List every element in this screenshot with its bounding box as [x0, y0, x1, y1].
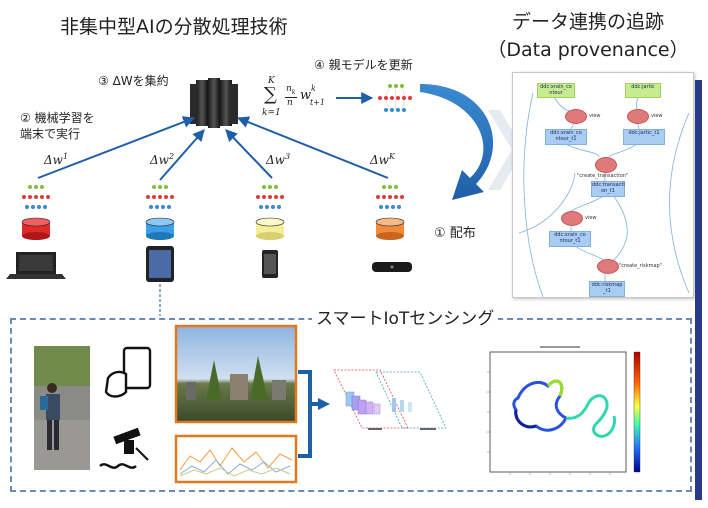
device-column-3	[255, 185, 285, 278]
step-3-label: ③ ΔWを集約	[98, 74, 169, 88]
device-column-1	[6, 185, 66, 279]
sum-upper-limit: K	[268, 76, 275, 86]
parent-model-network	[378, 84, 412, 112]
database-icon	[145, 217, 175, 240]
tablet-icon	[146, 246, 174, 282]
trajectory-plot	[468, 340, 668, 482]
accent-bar	[695, 80, 702, 500]
provenance-title-line2: （Data provenance）	[487, 39, 689, 61]
phone-icon	[262, 250, 278, 278]
weight-superscript: k	[311, 84, 316, 93]
prov-op-create-transaction	[595, 157, 617, 173]
step-1-label: ① 配布	[434, 226, 476, 241]
prov-node-xrain-contour: ddc:xrain_co ntour	[537, 83, 575, 98]
weight-subscript: t+1	[310, 98, 326, 107]
prov-op-view-1	[565, 109, 587, 124]
database-icon	[375, 217, 405, 240]
prov-op-create-transaction-label: "create_transaction"	[577, 173, 629, 179]
device-column-4	[372, 185, 412, 272]
delta-w-2: Δw2	[150, 152, 175, 167]
prov-op-create-riskmap-label: "create_riskmap"	[619, 263, 663, 269]
router-icon	[372, 262, 412, 272]
step-2-line1: ② 機械学習を	[20, 111, 95, 125]
step-4-label: ④ 親モデルを更新	[314, 58, 413, 72]
server-icon	[190, 78, 238, 128]
walking-person-photo	[34, 346, 90, 470]
satellite-icon	[99, 427, 149, 469]
phone-hand-icon	[104, 346, 152, 398]
arrow-to-model-icon	[318, 398, 330, 410]
upload-arrows	[37, 92, 389, 181]
cnn-model-diagram	[333, 369, 447, 430]
device-column-2	[145, 185, 175, 282]
delta-w-3: Δw3	[266, 152, 291, 167]
step-2-line2: 端末で実行	[20, 127, 81, 141]
prov-op-view-3	[561, 211, 583, 226]
frac-numerator: nk	[286, 84, 296, 96]
database-icon	[255, 217, 285, 240]
prov-node-riskmap-t1: ddc:riskmap _t1	[589, 281, 625, 297]
provenance-title-line1: データ連携の追跡	[511, 11, 664, 33]
iot-sensing-title: スマートIoTセンシング	[312, 304, 499, 329]
sensor-chart-thumbnail	[174, 434, 298, 484]
sum-symbol: ∑	[264, 84, 277, 105]
frac-bar	[285, 97, 297, 98]
prov-node-xrain-contour-t1: ddc:xrain_co ntour_t1	[545, 129, 587, 145]
prov-node-transaction-t1: ddc:transacti on_t1	[591, 181, 625, 197]
step-2-label: ② 機械学習を 端末で実行	[20, 110, 95, 142]
distribution-arrow	[420, 84, 494, 200]
prov-node-jartic-t1: ddc:jartic_t1	[623, 129, 665, 145]
aggregation-formula: K ∑ k=1 nk n w k t+1	[260, 76, 340, 126]
prov-node-xrain-contour-t1-b: ddc:xrain_co ntour_t1	[549, 231, 591, 247]
prov-op-view-2	[627, 109, 649, 124]
main-title: 非集中型AIの分散処理技術	[60, 16, 288, 38]
database-icon	[21, 217, 51, 240]
provenance-title: データ連携の追跡 （Data provenance）	[470, 8, 706, 64]
laptop-icon	[6, 252, 66, 279]
prov-op-view-2-label: view	[651, 113, 663, 119]
provenance-edges	[518, 92, 690, 297]
prov-op-view-1-label: view	[589, 113, 601, 119]
sum-lower-limit: k=1	[262, 108, 281, 118]
prov-op-view-3-label: view	[585, 215, 597, 221]
street-view-photo	[174, 324, 298, 424]
prov-op-create-riskmap	[597, 259, 619, 274]
frac-denominator: n	[287, 98, 293, 108]
provenance-graph: ddc:xrain_co ntour ddc:jartic view view …	[512, 72, 694, 298]
delta-w-1: Δw1	[44, 152, 69, 167]
weight-symbol: w	[300, 88, 312, 103]
prov-node-jartic: ddc:jartic	[625, 83, 661, 98]
delta-w-K: ΔwK	[370, 152, 395, 167]
